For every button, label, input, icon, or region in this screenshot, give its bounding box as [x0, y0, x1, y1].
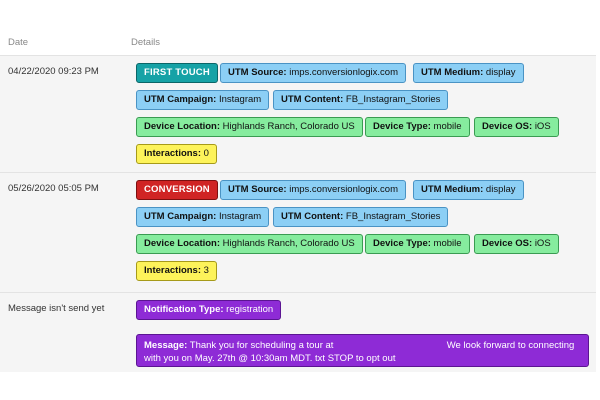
table-row: 05/26/2020 05:05 PM CONVERSION UTM Sourc…	[0, 172, 596, 292]
row-date: 04/22/2020 09:23 PM	[8, 66, 99, 77]
utm-source-tag: UTM Source: imps.conversionlogix.com	[220, 180, 406, 200]
utm-source-tag: UTM Source: imps.conversionlogix.com	[220, 63, 406, 83]
utm-campaign-tag: UTM Campaign: Instagram	[136, 207, 270, 227]
device-os-tag: Device OS: iOS	[474, 234, 559, 254]
message-status: Message isn't send yet	[8, 303, 105, 314]
row-date: 05/26/2020 05:05 PM	[8, 183, 99, 194]
interactions-tag: Interactions: 0	[136, 144, 217, 164]
device-location-tag: Device Location: Highlands Ranch, Colora…	[136, 117, 363, 137]
column-header-details: Details	[131, 37, 161, 48]
table-row: 04/22/2020 09:23 PM FIRST TOUCH UTM Sour…	[0, 55, 596, 172]
row-details: CONVERSION UTM Source: imps.conversionlo…	[136, 180, 591, 288]
table-header: Date Details	[0, 34, 600, 56]
table-row-message: Message isn't send yet Notification Type…	[0, 292, 596, 372]
interactions-tag: Interactions: 3	[136, 261, 217, 281]
row-details: FIRST TOUCH UTM Source: imps.conversionl…	[136, 63, 591, 171]
column-header-date: Date	[8, 37, 29, 48]
message-text-end: We look forward to connecting	[446, 340, 575, 351]
message-text-line2: with you on May. 27th @ 10:30am MDT. txt…	[144, 353, 396, 364]
utm-content-tag: UTM Content: FB_Instagram_Stories	[273, 207, 449, 227]
device-location-tag: Device Location: Highlands Ranch, Colora…	[136, 234, 363, 254]
message-text-start: Thank you for scheduling a tour at	[189, 340, 334, 351]
device-os-tag: Device OS: iOS	[474, 117, 559, 137]
event-badge-first-touch: FIRST TOUCH	[136, 63, 218, 83]
utm-medium-tag: UTM Medium: display	[413, 180, 524, 200]
message-label: Message:	[144, 340, 188, 351]
message-box: Message: Thank you for scheduling a tour…	[136, 334, 589, 367]
device-type-tag: Device Type: mobile	[365, 234, 470, 254]
utm-content-tag: UTM Content: FB_Instagram_Stories	[273, 90, 449, 110]
device-type-tag: Device Type: mobile	[365, 117, 470, 137]
utm-campaign-tag: UTM Campaign: Instagram	[136, 90, 270, 110]
utm-medium-tag: UTM Medium: display	[413, 63, 524, 83]
notification-type-tag: Notification Type: registration	[136, 300, 282, 320]
row-details: Notification Type: registration Message:…	[136, 300, 591, 367]
event-badge-conversion: CONVERSION	[136, 180, 218, 200]
